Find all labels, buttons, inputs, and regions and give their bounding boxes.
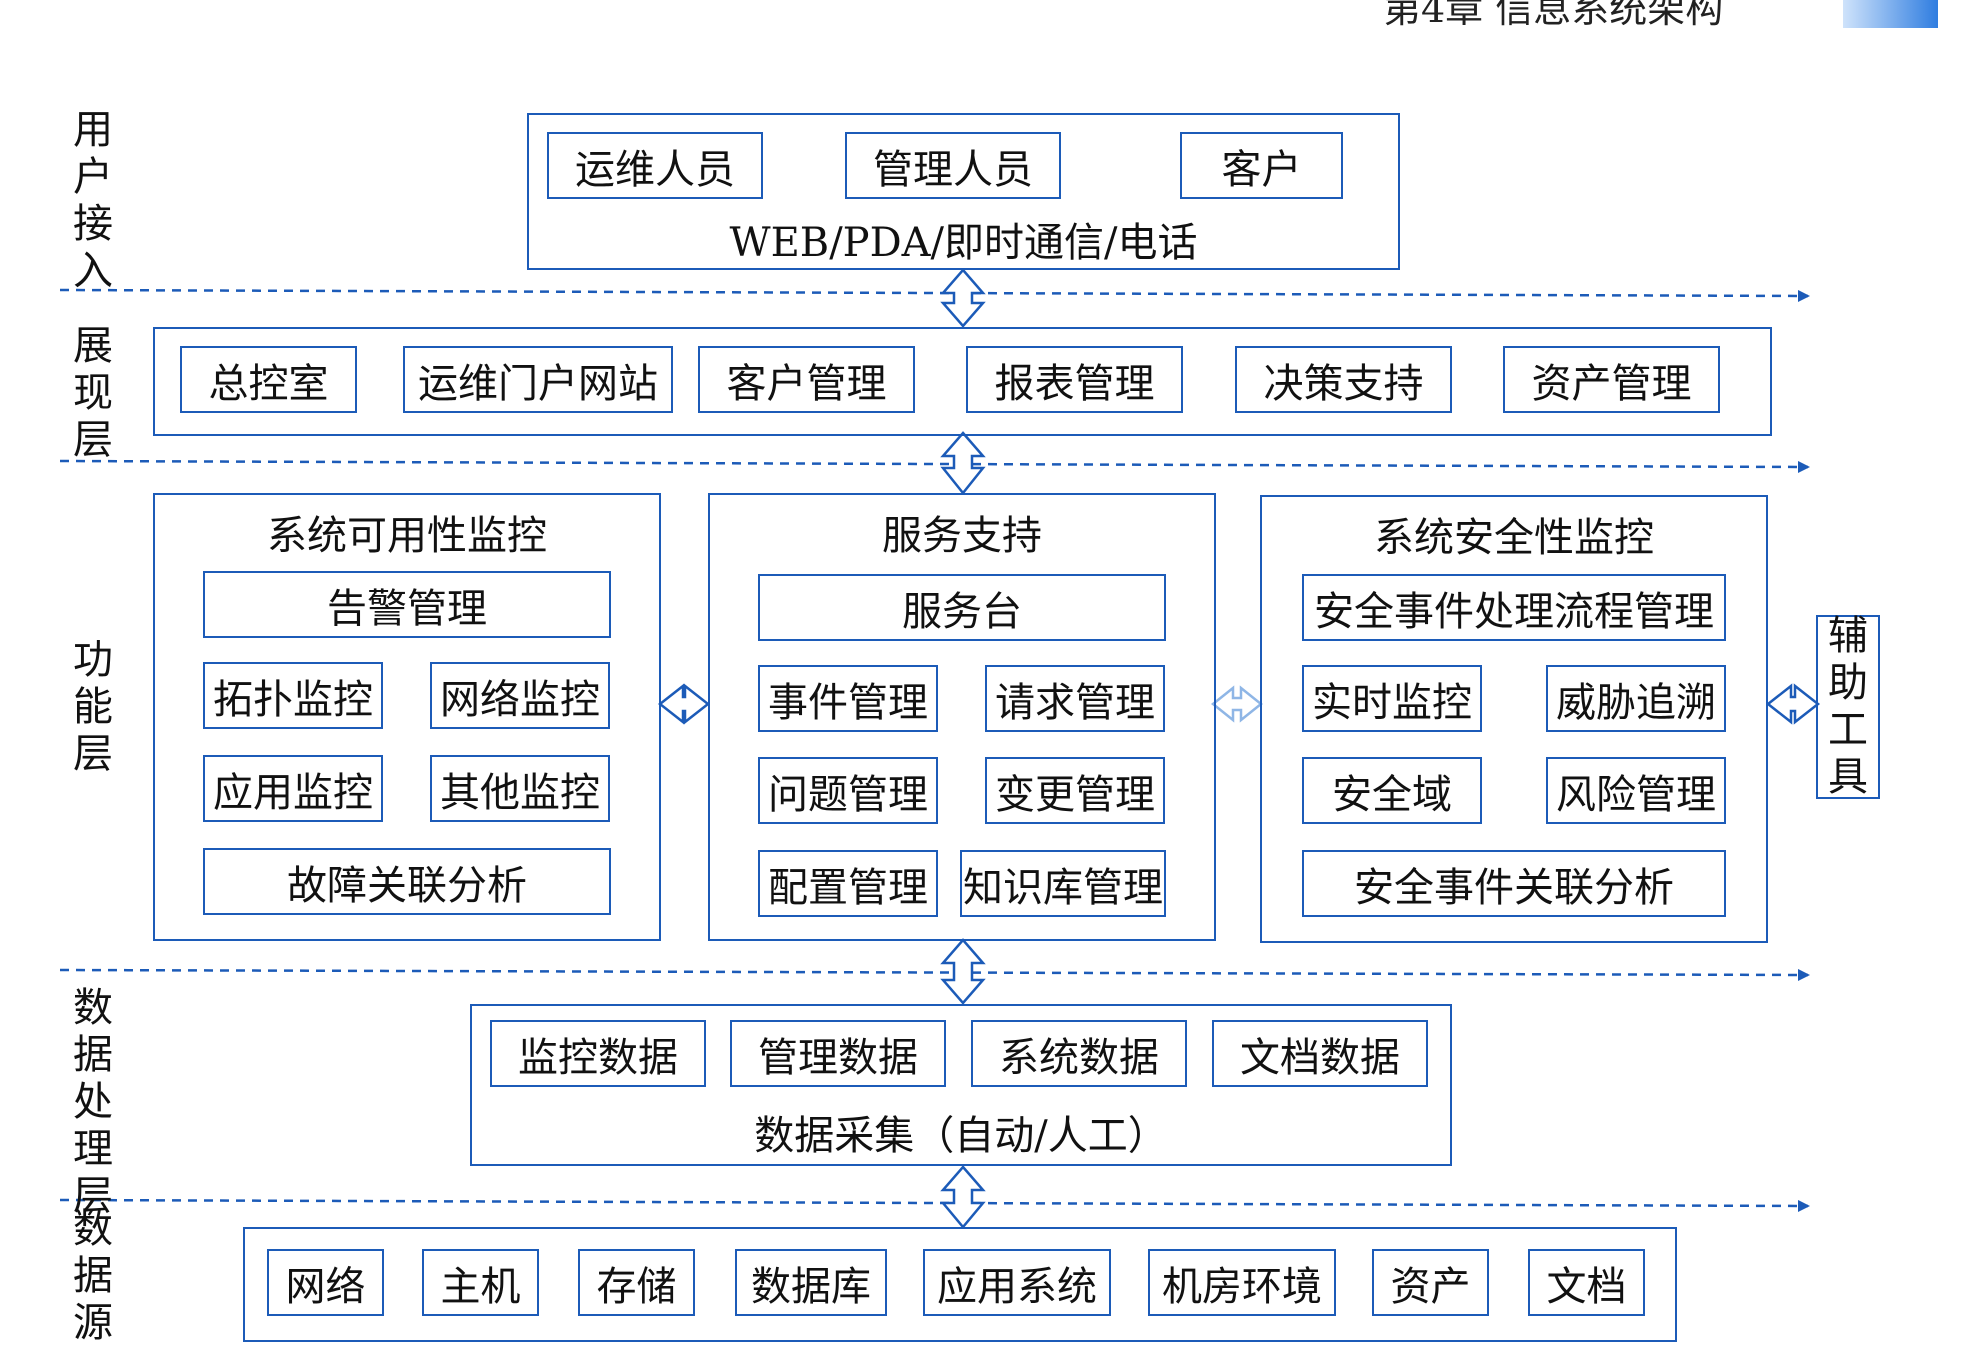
presentation-frame [153,327,1772,436]
knowledge-mgmt: 知识库管理 [960,850,1166,917]
pres-report-mgmt: 报表管理 [966,346,1183,413]
problem-mgmt: 问题管理 [758,757,938,824]
management-data: 管理数据 [730,1020,946,1087]
access-channels: WEB/PDA/即时通信/电话 [729,220,1198,266]
pres-asset-mgmt: 资产管理 [1503,346,1720,413]
fault-correlation: 故障关联分析 [203,848,611,915]
user-access-frame [527,113,1400,270]
document-data: 文档数据 [1212,1020,1428,1087]
data-processing-frame [470,1004,1452,1166]
network-monitoring: 网络监控 [430,662,610,729]
h-double-arrow-2 [1210,685,1264,723]
v-double-arrow-1 [940,268,986,328]
separator-2 [59,459,1810,473]
source-machine-room: 机房环境 [1148,1249,1336,1316]
source-database: 数据库 [735,1249,887,1316]
pres-decision-support: 决策支持 [1235,346,1452,413]
h-double-arrow-1 [657,683,711,725]
layer-label-data-processing: 数据处理层 [73,985,113,1219]
security-event-process: 安全事件处理流程管理 [1302,574,1726,641]
separator-1 [59,288,1810,302]
pres-ops-portal: 运维门户网站 [403,346,673,413]
layer-label-user-access: 用户接入 [73,107,113,294]
other-monitoring: 其他监控 [430,755,610,822]
v-double-arrow-3 [940,938,986,1005]
layer-label-data-source: 数据源 [73,1206,113,1346]
data-collection: 数据采集（自动/人工） [754,1113,1168,1159]
user-customers: 客户 [1180,132,1343,199]
threat-tracing: 威胁追溯 [1546,665,1726,732]
v-double-arrow-4 [940,1165,986,1229]
source-applications: 应用系统 [923,1249,1111,1316]
request-mgmt: 请求管理 [985,665,1165,732]
availability-title: 系统可用性监控 [267,513,547,559]
security-module [1260,495,1768,943]
topology-monitoring: 拓扑监控 [203,662,383,729]
monitor-data: 监控数据 [490,1020,706,1087]
layer-label-function: 功能层 [73,637,113,777]
user-managers: 管理人员 [845,132,1061,199]
source-host: 主机 [422,1249,539,1316]
separator-4 [59,1198,1810,1212]
v-double-arrow-2 [940,431,986,496]
source-storage: 存储 [578,1249,695,1316]
service-title: 服务支持 [882,513,1042,559]
system-data: 系统数据 [971,1020,1187,1087]
app-monitoring: 应用监控 [203,755,383,822]
realtime-monitoring: 实时监控 [1302,665,1482,732]
incident-mgmt: 事件管理 [758,665,938,732]
alarm-mgmt: 告警管理 [203,571,611,638]
chapter-header: 第4章 信息系统架构 [1383,0,1724,31]
pres-customer-mgmt: 客户管理 [698,346,915,413]
source-documents: 文档 [1528,1249,1645,1316]
layer-label-presentation: 展现层 [73,323,113,463]
security-correlation: 安全事件关联分析 [1302,850,1726,917]
change-mgmt: 变更管理 [985,757,1165,824]
security-domain: 安全域 [1302,757,1482,824]
security-title: 系统安全性监控 [1374,515,1654,561]
pres-control-room: 总控室 [180,346,357,413]
availability-module [153,493,661,941]
config-mgmt: 配置管理 [758,850,938,917]
h-double-arrow-3 [1765,683,1821,725]
user-ops-staff: 运维人员 [547,132,763,199]
service-module [708,493,1216,941]
source-assets: 资产 [1372,1249,1489,1316]
risk-mgmt: 风险管理 [1546,757,1726,824]
separator-3 [59,968,1810,981]
header-accent-block [1843,0,1938,28]
auxiliary-tools: 辅助工具 [1816,613,1880,800]
source-network: 网络 [267,1249,384,1316]
data-source-frame [243,1227,1677,1342]
service-desk: 服务台 [758,574,1166,641]
auxiliary-tools-label: 辅助工具 [1828,613,1868,800]
